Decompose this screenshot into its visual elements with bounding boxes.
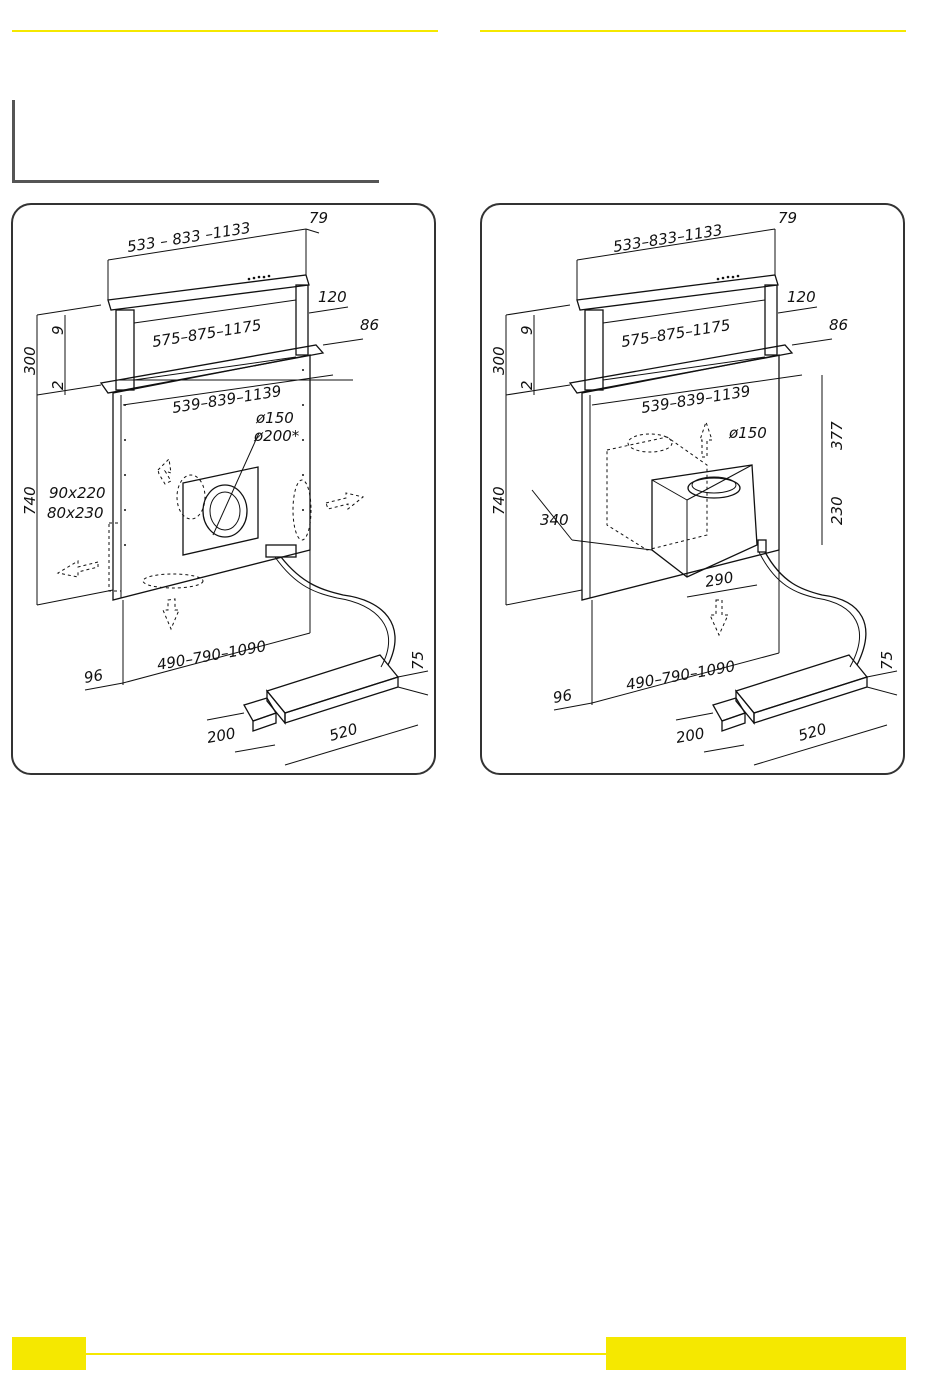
arrow-left-icon: [58, 561, 98, 577]
side-offset-label: 96: [83, 666, 105, 687]
arrow-up-left-icon: [158, 459, 171, 484]
footer-block-right: [606, 1337, 906, 1370]
body-height-label: 740: [490, 486, 508, 515]
motor-length-label: 520: [796, 720, 828, 745]
hood-upright-right: [765, 285, 777, 355]
ducted-installation-drawing: 533 – 833 –1133 79 120 86 575–875–1175 5…: [13, 205, 438, 777]
height-2-label: 2: [518, 380, 536, 390]
footer-block-left: [12, 1337, 86, 1370]
depth-120-label: 120: [787, 288, 816, 306]
hood-top-panel: [108, 275, 309, 310]
recirculating-installation-drawing: 533–833–1133 79 120 86 575–875–1175 539–…: [482, 205, 907, 777]
diagram-panel-recirculating: 533–833–1133 79 120 86 575–875–1175 539–…: [480, 203, 905, 775]
dimension-labels: 533–833–1133 79 120 86 575–875–1175 539–…: [490, 209, 896, 747]
motor-terminal-box: [713, 698, 745, 721]
motor-unit: [267, 655, 398, 713]
duct-200-label: ø200*: [253, 427, 300, 445]
footer-rule: [86, 1353, 606, 1355]
filter-depth-label: 340: [540, 511, 569, 529]
bottom-width-label: 490–790–1090: [625, 657, 737, 694]
depth-top-label: 79: [309, 209, 328, 227]
motor-depth-label: 200: [206, 724, 237, 747]
body-height-label: 740: [21, 486, 39, 515]
arrow-up-icon: [700, 422, 712, 457]
power-cable: [281, 557, 395, 665]
motor-unit: [736, 655, 867, 713]
width-label: 533 – 833 –1133: [126, 219, 252, 256]
arrow-down-icon: [710, 600, 728, 635]
filter-height-377-label: 377: [828, 421, 846, 450]
height-2-label: 2: [49, 380, 67, 390]
motor-terminal-box: [244, 698, 276, 721]
arrow-down-icon: [163, 599, 179, 629]
arrow-right-icon: [326, 493, 363, 509]
height-300-label: 300: [490, 346, 508, 375]
power-cable: [765, 552, 866, 665]
depth-86-label: 86: [829, 316, 848, 334]
height-300-label: 300: [21, 346, 39, 375]
hood-upright-right: [296, 285, 308, 355]
height-9-label: 9: [518, 325, 536, 335]
side-opening: [109, 523, 121, 591]
dimension-labels: 533 – 833 –1133 79 120 86 575–875–1175 5…: [21, 209, 427, 747]
alt-outlet-bottom: [143, 574, 203, 588]
inner-width-label: 575–875–1175: [620, 316, 732, 351]
depth-120-label: 120: [318, 288, 347, 306]
inner-width-label: 575–875–1175: [151, 316, 263, 351]
depth-86-label: 86: [360, 316, 379, 334]
side-offset-label: 96: [552, 686, 574, 707]
opening-90x220-label: 90x220: [49, 484, 106, 502]
bottom-width-label: 490–790–1090: [156, 637, 268, 674]
header-rule-left: [12, 30, 438, 32]
duct-150-label: ø150: [728, 424, 767, 442]
motor-height-label: 75: [878, 651, 896, 670]
electrical-connector: [758, 540, 766, 552]
motor-height-label: 75: [409, 651, 427, 670]
filter-height-230-label: 230: [828, 496, 846, 525]
filter-width-label: 290: [704, 568, 735, 591]
base-width-label: 539–839–1139: [640, 382, 752, 417]
motor-depth-label: 200: [675, 724, 706, 747]
header-rule-right: [480, 30, 906, 32]
opening-80x230-label: 80x230: [47, 504, 104, 522]
width-label: 533–833–1133: [612, 221, 724, 256]
depth-top-label: 79: [778, 209, 797, 227]
section-title-bracket: [12, 100, 379, 183]
motor-length-label: 520: [327, 720, 359, 745]
diagram-panel-ducted: 533 – 833 –1133 79 120 86 575–875–1175 5…: [11, 203, 436, 775]
duct-150-label: ø150: [255, 409, 294, 427]
height-9-label: 9: [49, 325, 67, 335]
hood-top-panel: [577, 275, 778, 310]
